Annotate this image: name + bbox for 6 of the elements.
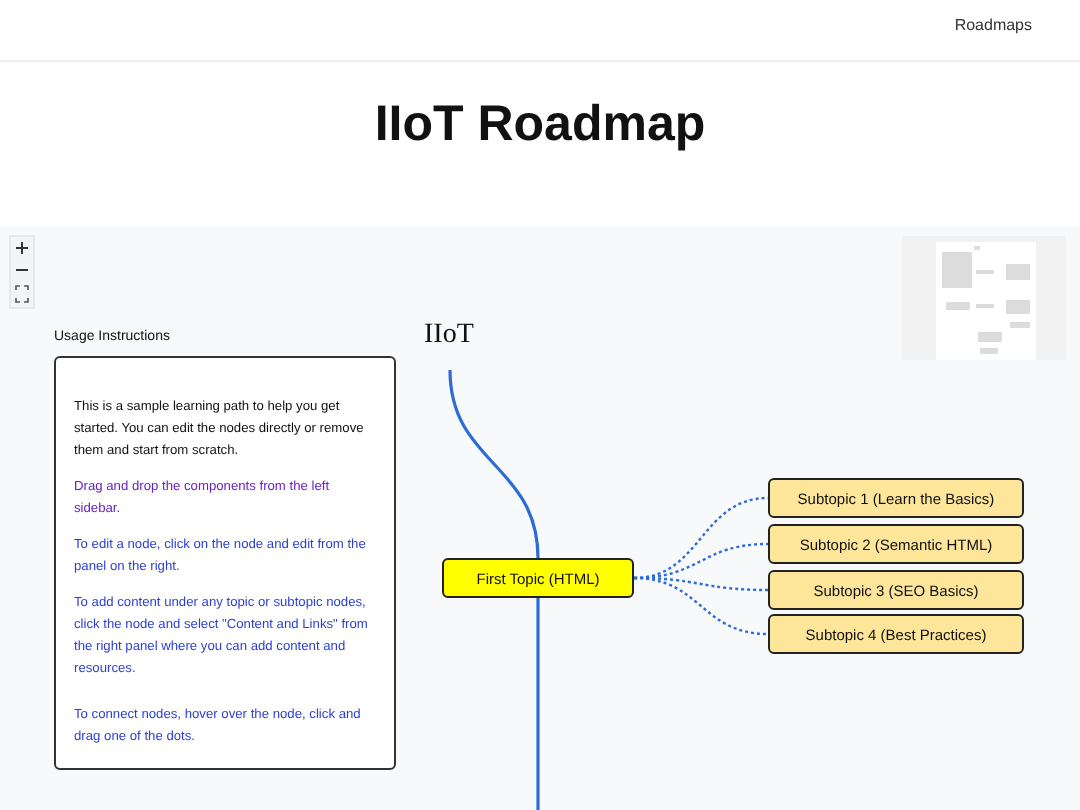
nav-link: Roadmaps <box>954 16 1032 34</box>
roadmap-title: IIoT <box>424 320 474 352</box>
connector-line <box>536 598 540 810</box>
connector-line <box>448 369 540 559</box>
page-title: IIoT Roadmap <box>372 96 708 154</box>
dotted-connector <box>633 576 769 636</box>
